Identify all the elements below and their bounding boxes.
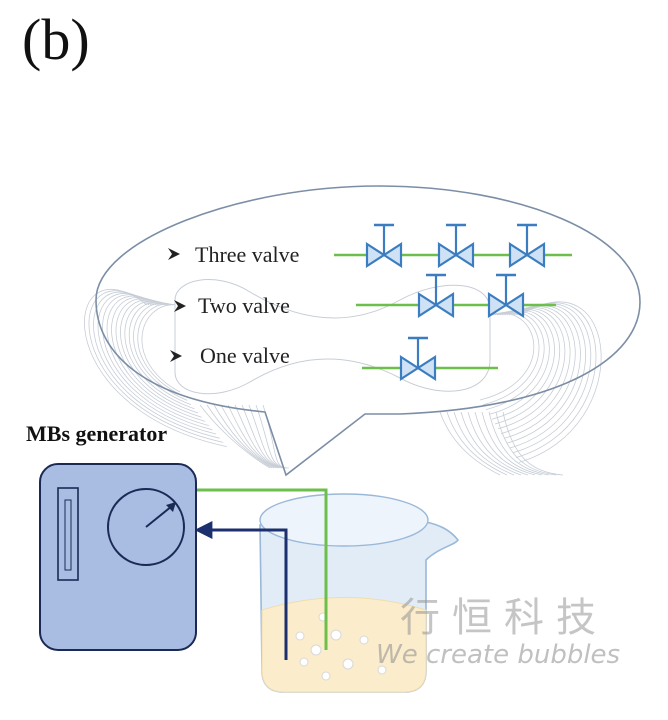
valve-icon: [508, 223, 546, 269]
valve-row-two: [417, 273, 525, 319]
field-line: [93, 291, 220, 439]
field-line: [97, 293, 217, 435]
dial-needle-tip: [166, 502, 176, 512]
field-line: [488, 411, 550, 476]
field-line: [84, 289, 227, 447]
field-line: [220, 404, 277, 469]
field-line: [213, 404, 275, 469]
field-line: [500, 307, 571, 434]
navy-inlet-pipe: [194, 521, 288, 660]
generator-display-inner: [64, 499, 72, 571]
field-line: [453, 411, 515, 476]
field-line: [482, 312, 540, 406]
dial-needle: [145, 505, 173, 528]
field-line: [199, 404, 271, 469]
field-line: [502, 411, 564, 476]
beaker: [259, 493, 459, 693]
valve-icon: [417, 273, 455, 319]
watermark-english: We create bubbles: [376, 640, 621, 670]
field-line: [206, 404, 273, 469]
micro-bubbles: [295, 612, 387, 681]
watermark-chinese: 行恒科技: [400, 595, 608, 641]
field-line: [248, 404, 285, 469]
field-line: [497, 307, 566, 430]
field-line: [495, 411, 557, 476]
valve-label-two: Two valve: [198, 293, 290, 318]
field-lines: [84, 289, 602, 476]
field-line: [88, 290, 224, 443]
valve-icon: [399, 336, 437, 382]
field-line: [234, 404, 281, 469]
field-line: [518, 301, 602, 463]
field-line: [227, 404, 279, 469]
generator-display: [57, 487, 79, 581]
field-line: [494, 308, 561, 425]
mb-generator: [39, 463, 197, 651]
generator-title: MBs generator: [26, 421, 168, 446]
field-line: [446, 411, 508, 476]
field-line: [241, 404, 283, 469]
valve-row-one: [399, 336, 437, 382]
field-line: [133, 302, 188, 401]
field-line: [137, 303, 184, 397]
green-outlet-pipe: [196, 488, 328, 650]
valve-label-three: Three valve: [195, 242, 299, 267]
field-line: [439, 411, 501, 476]
valve-icon: [437, 223, 475, 269]
field-line: [255, 404, 287, 469]
field-line: [503, 306, 576, 439]
beaker-rim: [259, 493, 429, 547]
field-line: [141, 304, 181, 393]
valve-icon: [365, 223, 403, 269]
valve-label-one: One valve: [200, 343, 290, 368]
callout-bubble: [95, 185, 641, 477]
field-line: [460, 411, 522, 476]
valve-icon: [487, 273, 525, 319]
field-line: [481, 411, 543, 476]
field-line: [467, 411, 529, 476]
panel-label: (b): [22, 7, 90, 72]
field-line: [474, 411, 536, 476]
valve-row-three: [365, 223, 546, 269]
valve-label-arrows: [168, 248, 186, 362]
